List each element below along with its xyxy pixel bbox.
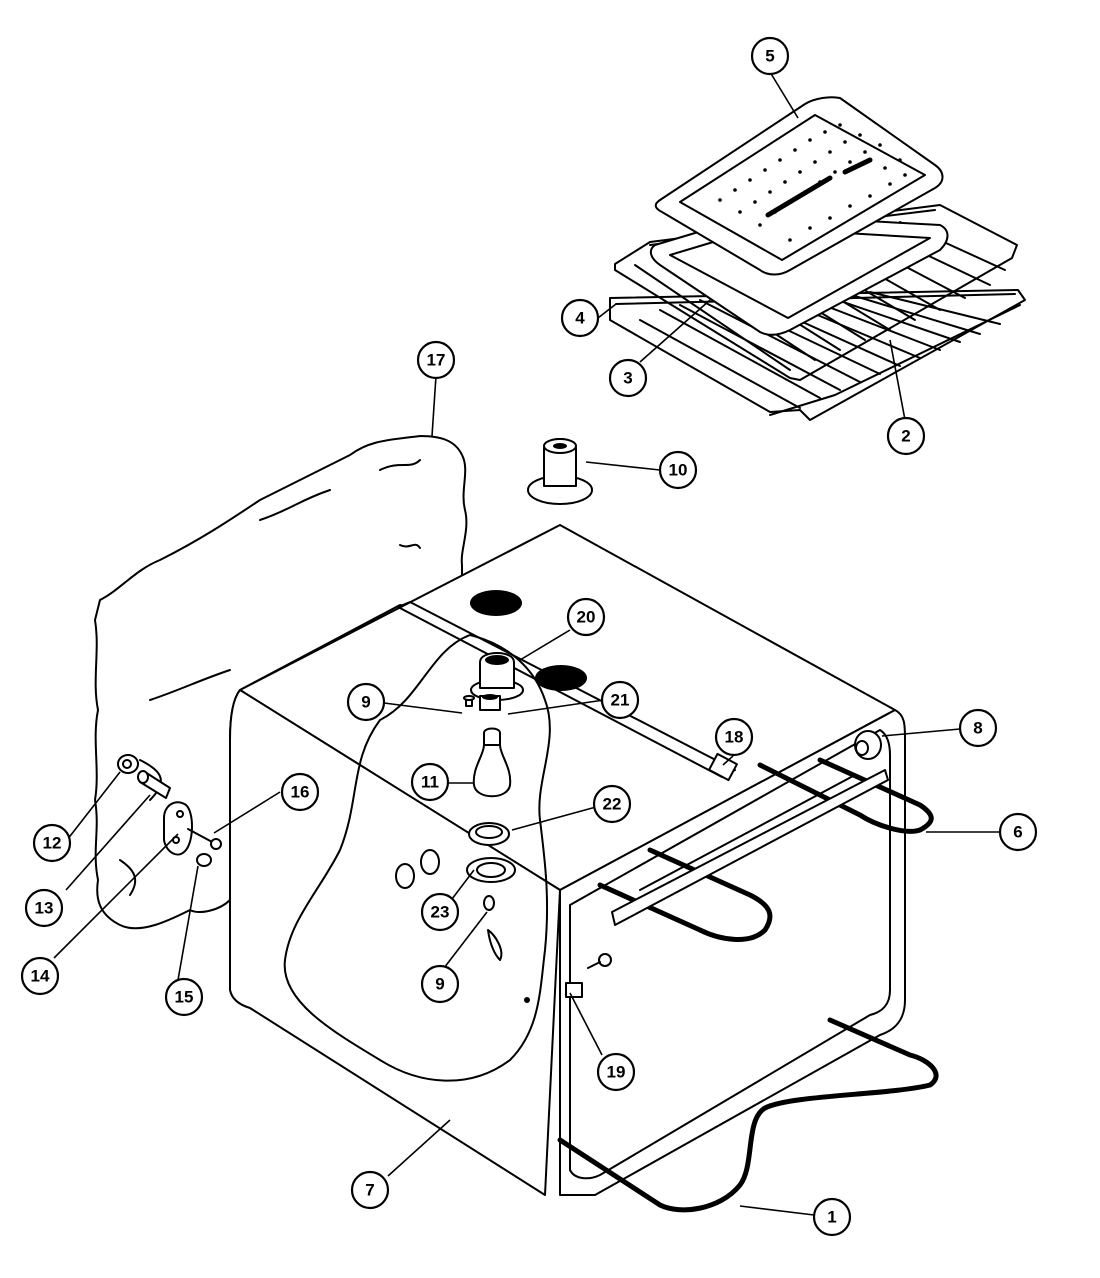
callout-14: 14 — [20, 956, 60, 996]
lens-retainer — [466, 857, 516, 883]
svg-text:9: 9 — [361, 693, 370, 712]
insulation-blanket — [94, 435, 468, 930]
svg-text:1: 1 — [827, 1208, 836, 1227]
strap-clip — [708, 752, 738, 782]
callout-8: 8 — [958, 708, 998, 748]
callout-1: 1 — [812, 1197, 852, 1237]
light-lens — [468, 822, 510, 846]
light-bulb — [472, 727, 512, 798]
svg-text:12: 12 — [43, 834, 62, 853]
callout-15: 15 — [164, 977, 204, 1017]
bushing — [117, 754, 139, 774]
grommet — [854, 730, 882, 760]
pin — [137, 770, 171, 799]
svg-text:15: 15 — [175, 988, 194, 1007]
callout-5: 5 — [750, 36, 790, 76]
leader-lines — [53, 71, 1000, 1216]
svg-text:5: 5 — [765, 47, 774, 66]
svg-text:18: 18 — [725, 728, 744, 747]
callout-3: 3 — [608, 358, 648, 398]
callout-21: 21 — [600, 680, 640, 720]
callout-12: 12 — [32, 823, 72, 863]
callout-19: 19 — [596, 1052, 636, 1092]
svg-text:21: 21 — [611, 691, 630, 710]
svg-text:13: 13 — [35, 899, 54, 918]
svg-text:10: 10 — [669, 461, 688, 480]
svg-text:19: 19 — [607, 1063, 626, 1082]
callout-4: 4 — [560, 298, 600, 338]
callout-9-lower: 9 — [420, 964, 460, 1004]
oven-cavity — [229, 524, 906, 1196]
callout-16: 16 — [280, 772, 320, 812]
callout-6: 6 — [998, 812, 1038, 852]
callout-9-upper: 9 — [346, 682, 386, 722]
light-socket-cover — [527, 438, 593, 505]
callout-7: 7 — [350, 1170, 390, 1210]
svg-text:22: 22 — [603, 795, 622, 814]
svg-text:11: 11 — [421, 773, 439, 792]
callout-10: 10 — [658, 450, 698, 490]
callout-13: 13 — [24, 888, 64, 928]
svg-text:2: 2 — [901, 427, 910, 446]
screw-upper — [463, 695, 475, 707]
nut — [196, 853, 212, 867]
svg-text:8: 8 — [973, 719, 982, 738]
svg-text:3: 3 — [623, 369, 632, 388]
callout-23: 23 — [420, 892, 460, 932]
screw-lower — [483, 895, 495, 911]
svg-text:17: 17 — [427, 351, 446, 370]
socket-base — [479, 694, 501, 711]
svg-text:4: 4 — [575, 309, 585, 328]
callout-2: 2 — [886, 416, 926, 456]
svg-text:20: 20 — [577, 608, 596, 627]
svg-text:16: 16 — [291, 783, 310, 802]
callout-11: 11 — [410, 762, 450, 802]
svg-text:7: 7 — [365, 1181, 374, 1200]
svg-text:6: 6 — [1013, 823, 1022, 842]
callout-18: 18 — [714, 717, 754, 757]
callout-22: 22 — [592, 784, 632, 824]
callout-20: 20 — [566, 597, 606, 637]
svg-text:9: 9 — [435, 975, 444, 994]
callout-17: 17 — [416, 340, 456, 380]
bolt — [187, 828, 222, 850]
svg-text:23: 23 — [431, 903, 450, 922]
bake-element — [557, 1017, 939, 1213]
svg-text:14: 14 — [31, 967, 50, 986]
broiler-pan-insert — [654, 96, 944, 276]
broil-element — [597, 757, 934, 942]
